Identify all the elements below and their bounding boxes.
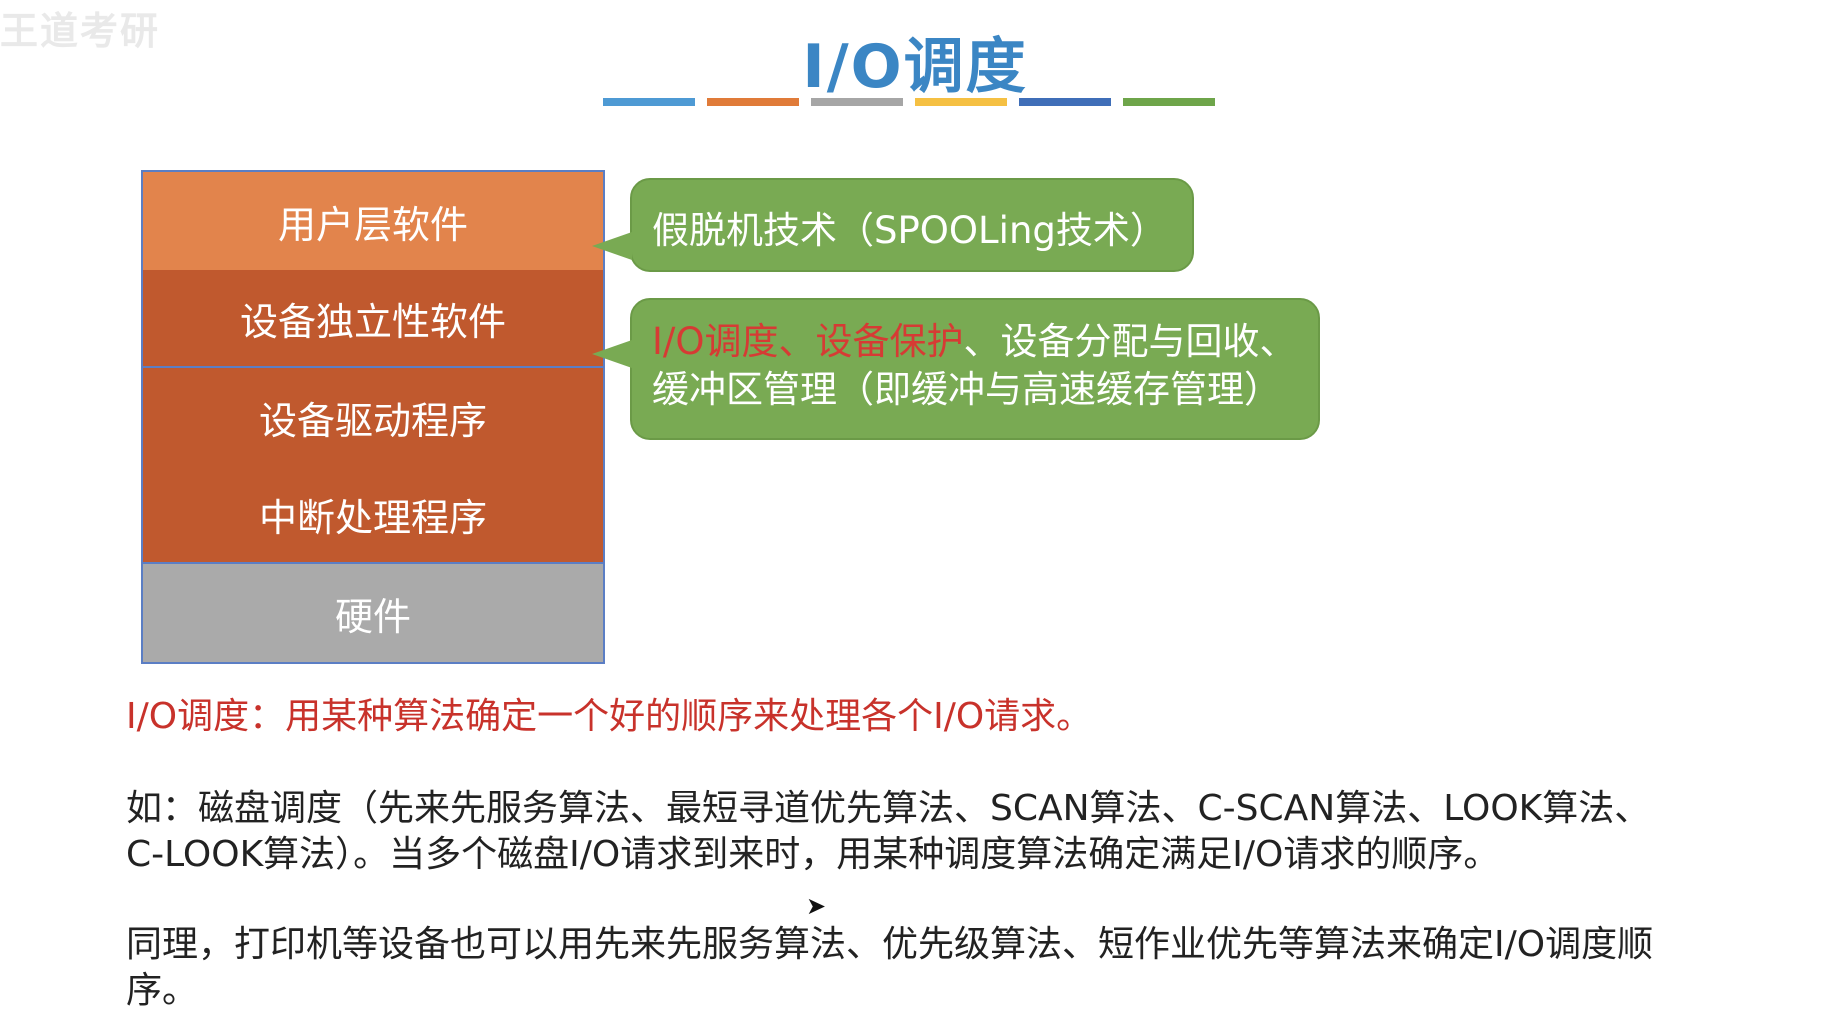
definition-text: 用某种算法确定一个好的顺序来处理各个I/O请求。 <box>285 696 1093 737</box>
callout-spooling-text: 假脱机技术（SPOOLing技术） <box>652 209 1167 252</box>
underline-bar-6 <box>1123 98 1215 106</box>
disk-scheduling-example: 如：磁盘调度（先来先服务算法、最短寻道优先算法、SCAN算法、C-SCAN算法、… <box>126 788 1651 875</box>
definition-label: I/O调度： <box>126 696 286 737</box>
underline-bar-1 <box>603 98 695 106</box>
callout-device-protection: 设备保护 <box>815 320 964 363</box>
slide-title: I/O调度 <box>802 32 1028 102</box>
underline-bar-3 <box>811 98 903 106</box>
mouse-cursor-icon: ➤ <box>806 892 827 920</box>
callout-separator: 、 <box>778 320 816 363</box>
layer-user-software: 用户层软件 <box>143 172 603 270</box>
io-layer-stack: 用户层软件 设备独立性软件 设备驱动程序 中断处理程序 硬件 <box>141 170 605 664</box>
layer-device-driver: 设备驱动程序 <box>143 368 603 466</box>
callout-device-independent-functions: I/O调度、设备保护、设备分配与回收、缓冲区管理（即缓冲与高速缓存管理） <box>592 298 1320 440</box>
watermark-logo: 王道考研 <box>0 9 161 53</box>
callout-io-scheduling: I/O调度 <box>652 320 779 363</box>
io-scheduling-definition: I/O调度：用某种算法确定一个好的顺序来处理各个I/O请求。 <box>126 694 1666 740</box>
layer-interrupt-handler: 中断处理程序 <box>143 466 603 564</box>
underline-bar-5 <box>1019 98 1111 106</box>
layer-hardware: 硬件 <box>143 564 603 662</box>
callout-pointer <box>592 232 632 260</box>
callout-spooling: 假脱机技术（SPOOLing技术） <box>592 178 1194 272</box>
underline-bar-2 <box>707 98 799 106</box>
callout-pointer <box>592 340 632 368</box>
layer-device-independent-software: 设备独立性软件 <box>143 270 603 368</box>
callout-other-functions: 、设备分配与回收、缓冲区管理（即缓冲与高速缓存管理） <box>652 320 1297 411</box>
underline-bar-4 <box>915 98 1007 106</box>
printer-scheduling-example: 同理，打印机等设备也可以用先来先服务算法、优先级算法、短作业优先等算法来确定I/… <box>126 924 1654 1011</box>
